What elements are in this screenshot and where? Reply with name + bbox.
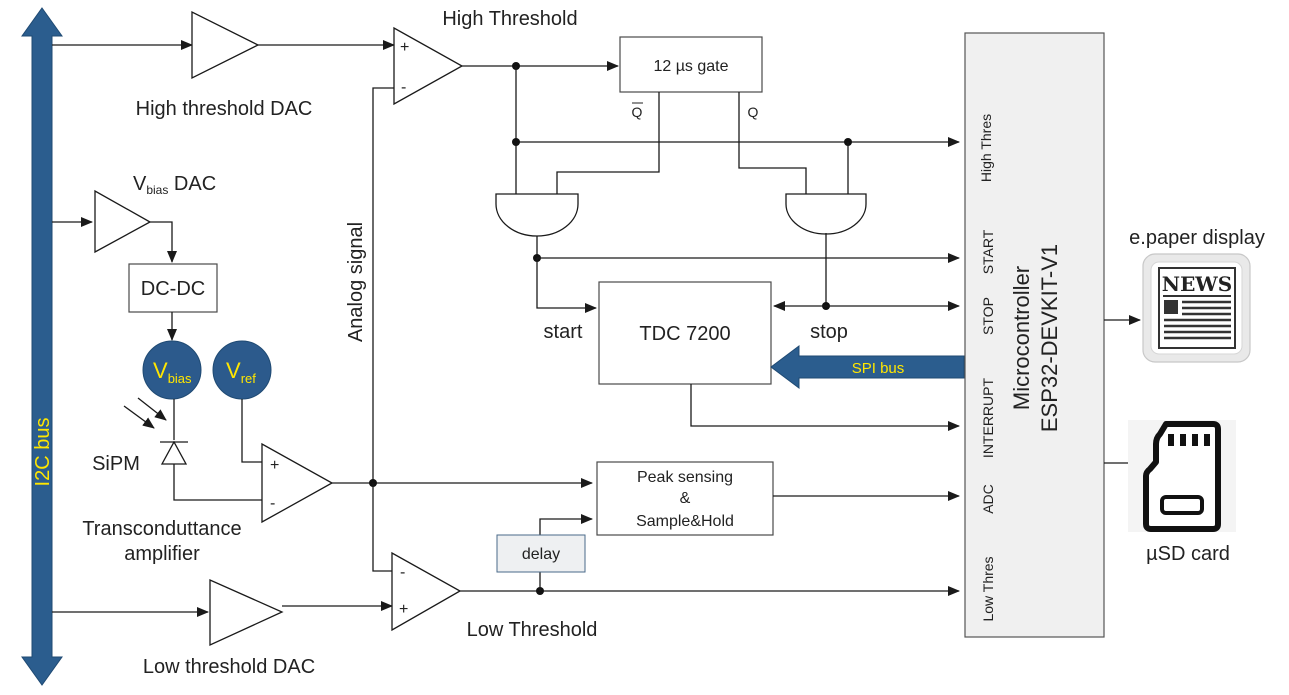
high-threshold-label: High Threshold <box>442 8 577 30</box>
mcu-pin-high-thres: High Thres <box>978 114 994 182</box>
qbar-label: Q <box>632 104 643 120</box>
sd-label: µSD card <box>1146 543 1230 565</box>
mcu-pin-stop: STOP <box>980 297 996 335</box>
high-threshold-dac: High threshold DAC <box>136 10 313 120</box>
news-label: NEWS <box>1162 272 1232 296</box>
low-threshold-comparator: - + Low Threshold <box>391 551 598 641</box>
peak-label-2: & <box>680 490 691 507</box>
tdc-block: TDC 7200 start stop <box>544 281 848 385</box>
vbias-dac: Vbias DAC <box>94 173 216 254</box>
low-threshold-dac-label: Low threshold DAC <box>143 656 315 678</box>
low-threshold-dac: Low threshold DAC <box>143 578 315 678</box>
vbias-source: Vbias <box>142 340 202 400</box>
vbias-dac-label: Vbias DAC <box>133 173 216 197</box>
epaper-label: e.paper display <box>1129 227 1265 249</box>
peak-label-3: Sample&Hold <box>636 513 734 530</box>
high-threshold-comparator: + - High Threshold <box>393 8 578 106</box>
sipm: SiPM <box>92 397 262 501</box>
i2c-bus: I2C bus <box>21 7 63 686</box>
newspaper-icon: NEWS <box>1158 267 1236 349</box>
microcontroller: High Thres START STOP INTERRUPT ADC Low … <box>964 32 1105 638</box>
sd-card-icon <box>1143 421 1221 532</box>
spi-bus-label: SPI bus <box>852 360 905 377</box>
vref-source: Vref <box>212 340 272 400</box>
sd-card: µSD card <box>1128 420 1236 565</box>
start-label: start <box>544 321 583 343</box>
vbias-source-label: Vbias <box>153 358 192 386</box>
gate-label: 12 µs gate <box>653 58 728 75</box>
dcdc-block: DC-DC <box>128 263 218 313</box>
tdc-label: TDC 7200 <box>639 323 730 345</box>
hc-minus: - <box>401 79 406 96</box>
lc-plus: + <box>399 601 408 618</box>
ta-plus: + <box>270 457 279 474</box>
peak-label-1: Peak sensing <box>637 469 733 486</box>
high-threshold-dac-label: High threshold DAC <box>136 98 313 120</box>
start-and-gate <box>495 193 579 237</box>
analog-signal-label: Analog signal <box>345 222 367 342</box>
mcu-pin-start: START <box>980 229 996 274</box>
stop-and-gate <box>785 193 867 235</box>
ta-label-2: amplifier <box>124 543 200 565</box>
transconductance-amplifier: + - Transconduttance amplifier <box>82 399 334 565</box>
ta-label-1: Transconduttance <box>82 518 241 540</box>
q-label: Q <box>748 104 759 120</box>
delay-label: delay <box>522 546 560 563</box>
i2c-bus-label: I2C bus <box>32 418 54 487</box>
delay-block: delay <box>496 534 586 573</box>
mcu-name-2: ESP32-DEVKIT-V1 <box>1037 244 1062 432</box>
hc-plus: + <box>400 39 409 56</box>
mcu-pin-interrupt: INTERRUPT <box>980 378 996 459</box>
epaper-display: e.paper display NEWS <box>1129 227 1265 363</box>
peak-sensing-block: Peak sensing & Sample&Hold <box>596 461 774 536</box>
sipm-label: SiPM <box>92 453 140 475</box>
ta-minus: - <box>270 495 275 512</box>
dcdc-label: DC-DC <box>141 278 205 300</box>
mcu-name-1: Microcontroller <box>1009 266 1034 410</box>
mcu-pin-low-thres: Low Thres <box>980 556 996 621</box>
spi-bus: SPI bus <box>770 345 965 389</box>
mcu-pin-adc: ADC <box>980 484 996 514</box>
vref-source-label: Vref <box>226 358 256 386</box>
low-threshold-label: Low Threshold <box>467 619 598 641</box>
stop-label: stop <box>810 321 848 343</box>
lc-minus: - <box>400 564 405 581</box>
gate-block: 12 µs gate Q Q <box>619 36 763 120</box>
